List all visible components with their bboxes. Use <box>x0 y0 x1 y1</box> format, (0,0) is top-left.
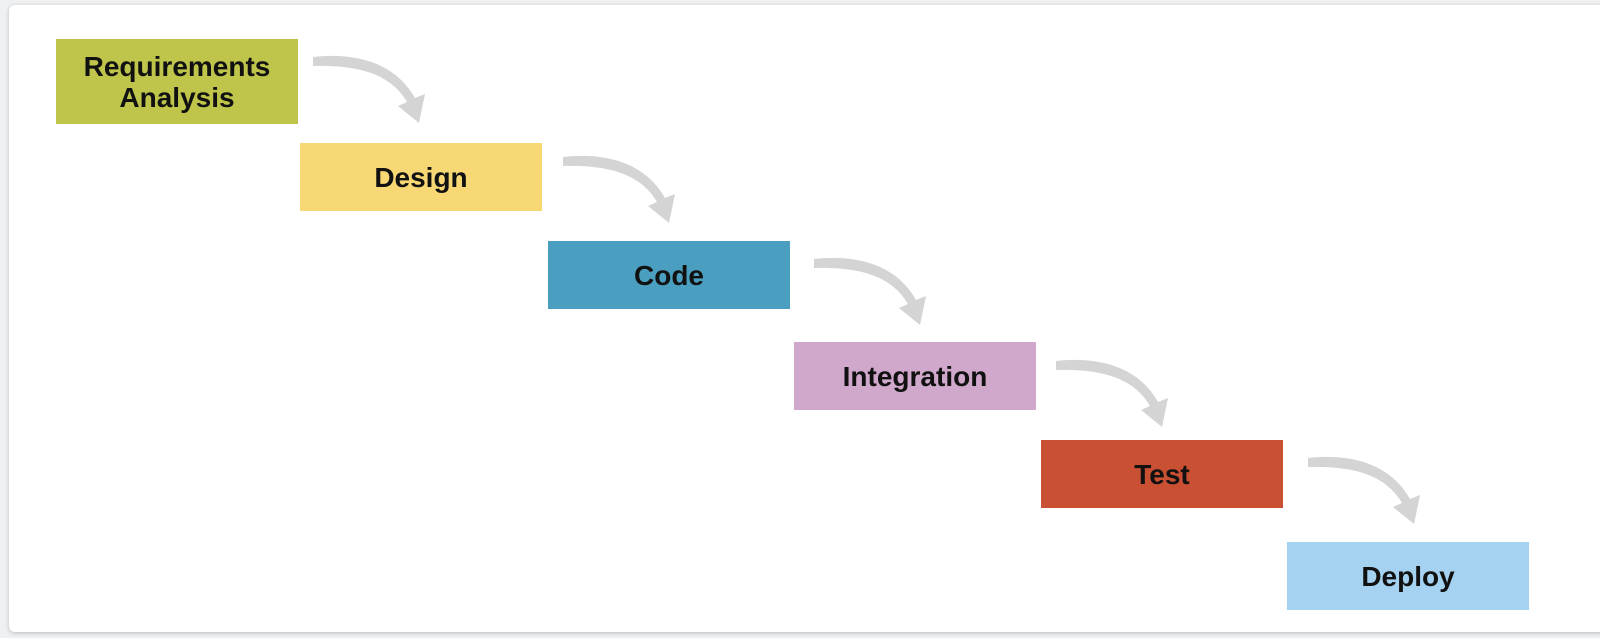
flow-arrow-4 <box>1056 359 1168 427</box>
flow-arrow-1 <box>313 55 425 123</box>
flow-arrow-2 <box>563 155 675 223</box>
step-requirements-analysis: Requirements Analysis <box>56 39 298 124</box>
step-test: Test <box>1041 440 1283 508</box>
step-deploy: Deploy <box>1287 542 1529 610</box>
step-code: Code <box>548 241 790 309</box>
flow-arrow-5 <box>1308 456 1420 524</box>
step-design: Design <box>300 143 542 211</box>
step-integration: Integration <box>794 342 1036 410</box>
flow-arrow-3 <box>814 257 926 325</box>
